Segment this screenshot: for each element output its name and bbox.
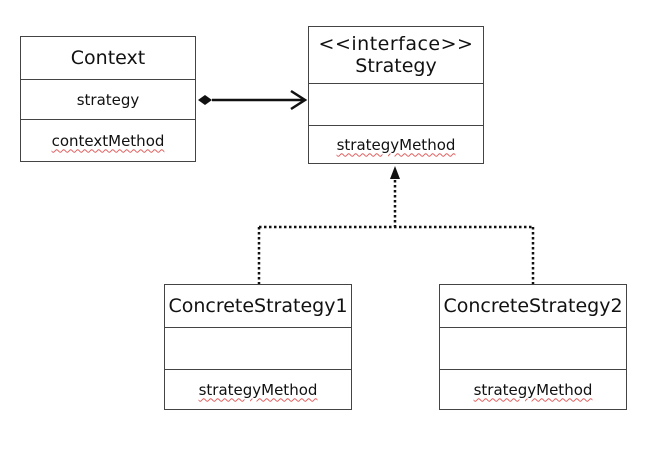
composition-diamond-icon — [198, 95, 212, 105]
context-method-label: contextMethod — [51, 131, 165, 150]
concrete-strategy2-name-section: ConcreteStrategy2 — [440, 285, 626, 327]
concrete-strategy2-method-label: strategyMethod — [473, 380, 593, 399]
strategy-interface-methods-section: strategyMethod — [309, 125, 483, 163]
navigable-arrowhead-icon — [290, 89, 308, 111]
concrete-strategy2-name: ConcreteStrategy2 — [443, 295, 623, 317]
context-class-methods-section: contextMethod — [21, 119, 195, 161]
strategy-interface-box: <<interface>> Strategy strategyMethod — [308, 26, 484, 164]
concrete-strategy2-attributes-section — [440, 327, 626, 369]
strategy-interface-name: Strategy — [355, 55, 437, 77]
context-strategy-attribute: strategy — [76, 90, 140, 109]
concrete-strategy1-method-label: strategyMethod — [198, 380, 318, 399]
concrete-strategy1-methods-section: strategyMethod — [165, 369, 351, 409]
strategy-interface-method-label: strategyMethod — [336, 135, 456, 154]
concrete-strategy1-attributes-section — [165, 327, 351, 369]
concrete-strategy1-name-section: ConcreteStrategy1 — [165, 285, 351, 327]
context-class-name-section: Context — [21, 37, 195, 79]
context-class-box: Context strategy contextMethod — [20, 36, 196, 162]
realization-connector — [257, 166, 535, 284]
concrete-strategy2-methods-section: strategyMethod — [440, 369, 626, 409]
context-class-attributes-section: strategy — [21, 79, 195, 119]
concrete-strategy1-name: ConcreteStrategy1 — [168, 295, 348, 317]
interface-stereotype: <<interface>> — [318, 33, 474, 55]
concrete-strategy2-box: ConcreteStrategy2 strategyMethod — [439, 284, 627, 410]
concrete-strategy1-box: ConcreteStrategy1 strategyMethod — [164, 284, 352, 410]
strategy-interface-name-section: <<interface>> Strategy — [309, 27, 483, 83]
context-class-name: Context — [70, 47, 146, 69]
realization-arrowhead-icon — [390, 166, 400, 179]
strategy-interface-attributes-section — [309, 83, 483, 125]
composition-connector — [198, 89, 308, 111]
